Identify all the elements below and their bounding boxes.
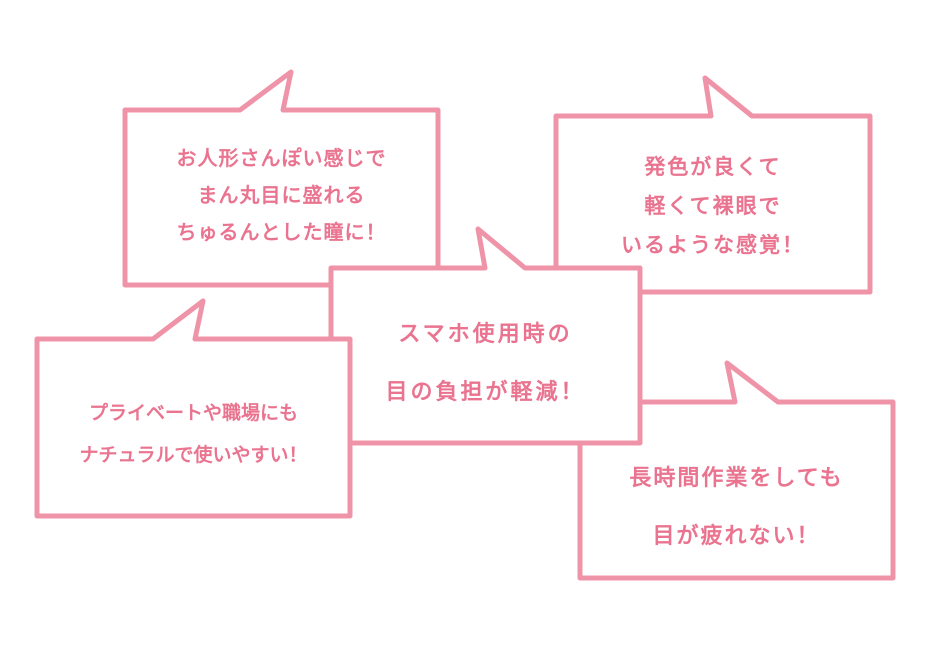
text-line: お人形さんぽい感じで	[176, 146, 387, 170]
text-line: まん丸目に盛れる	[197, 183, 366, 207]
bubble-text-top-left: お人形さんぽい感じで まん丸目に盛れる ちゅるんとした瞳に！	[125, 140, 438, 251]
text-line: プライベートや職場にも	[88, 402, 298, 424]
text-line: 軽くて裸眼で	[644, 194, 782, 218]
bubble-left	[34, 298, 353, 519]
text-line: 長時間作業をしても	[629, 466, 844, 491]
text-line: 目の負担が軽減！	[385, 380, 586, 405]
text-line: ちゅるんとした瞳に！	[176, 220, 387, 244]
bubble-text-center: スマホ使用時の 目の負担が軽減！	[331, 306, 640, 422]
text-line: いるような感覚！	[621, 233, 805, 257]
text-line: ナチュラルで使いやすい！	[79, 444, 308, 466]
text-line: 目が疲れない！	[652, 524, 821, 549]
text-line: スマホ使用時の	[398, 322, 573, 347]
bubble-text-left: プライベートや職場にも ナチュラルで使いやすい！	[37, 392, 350, 476]
text-line: 発色が良くて	[644, 155, 782, 179]
bubble-center	[328, 226, 643, 446]
bubble-top-left	[122, 69, 441, 288]
bubble-text-top-right: 発色が良くて 軽くて裸眼で いるような感覚！	[556, 148, 870, 265]
bubble-bottom-right	[577, 360, 896, 581]
bubble-text-bottom-right: 長時間作業をしても 目が疲れない！	[580, 450, 893, 566]
